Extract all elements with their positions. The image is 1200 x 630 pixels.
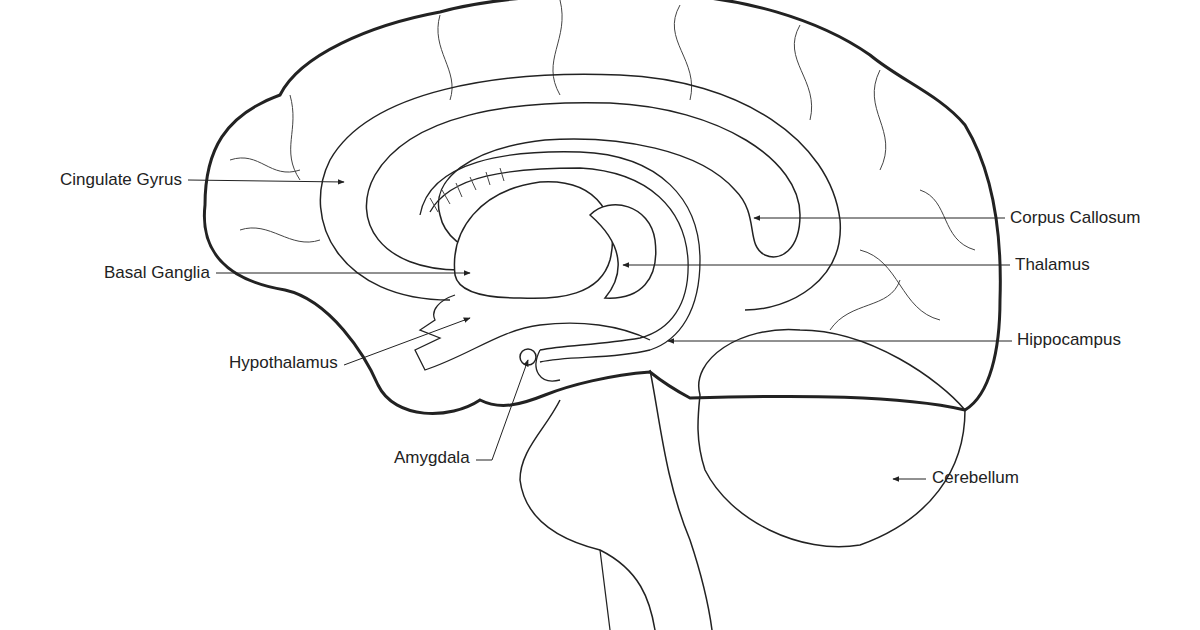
cingulate-gyrus: [320, 74, 840, 310]
part-label: Hypothalamus: [229, 352, 338, 374]
cerebellum-outline: [698, 330, 965, 547]
part-label: Cerebellum: [932, 467, 1019, 489]
hippocampus-arc: [430, 168, 688, 350]
part-label: Amygdala: [394, 447, 470, 469]
part-label: Hippocampus: [1017, 329, 1121, 351]
brainstem-outline: [520, 400, 655, 630]
temporal-lobe-line: [536, 350, 560, 381]
part-label: Corpus Callosum: [1010, 207, 1140, 229]
part-label: Thalamus: [1015, 254, 1090, 276]
leader-lines: [188, 180, 1012, 479]
part-label: Cingulate Gyrus: [60, 169, 182, 191]
part-label: Basal Ganglia: [104, 262, 210, 284]
amygdala: [520, 349, 536, 365]
fornix: [420, 152, 700, 362]
brainstem-line: [600, 550, 610, 630]
cerebrum-outline: [204, 0, 1000, 414]
hypothalamus: [415, 295, 650, 370]
basal-ganglia: [454, 182, 612, 299]
thalamus: [590, 205, 656, 298]
gyri-lines: [230, 0, 975, 330]
